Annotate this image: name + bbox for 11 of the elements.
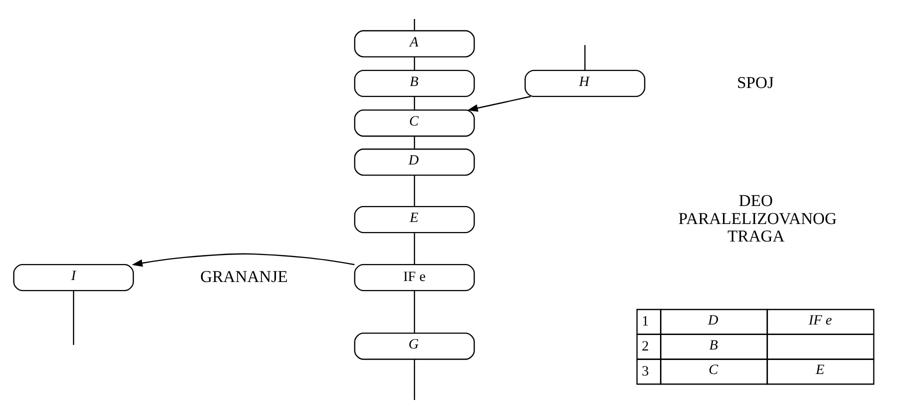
label: C — [708, 362, 718, 378]
label: SPOJ — [736, 72, 774, 92]
label: DEO PARALELIZOVANOG TRAGA — [678, 191, 837, 246]
label: E — [816, 362, 824, 378]
label: GRANANJE — [200, 266, 288, 286]
label: IF e — [808, 312, 832, 328]
label: B — [709, 337, 718, 354]
label: 3 — [642, 363, 649, 380]
label: 1 — [642, 314, 649, 330]
label: 2 — [642, 338, 649, 354]
label: D — [708, 312, 718, 328]
